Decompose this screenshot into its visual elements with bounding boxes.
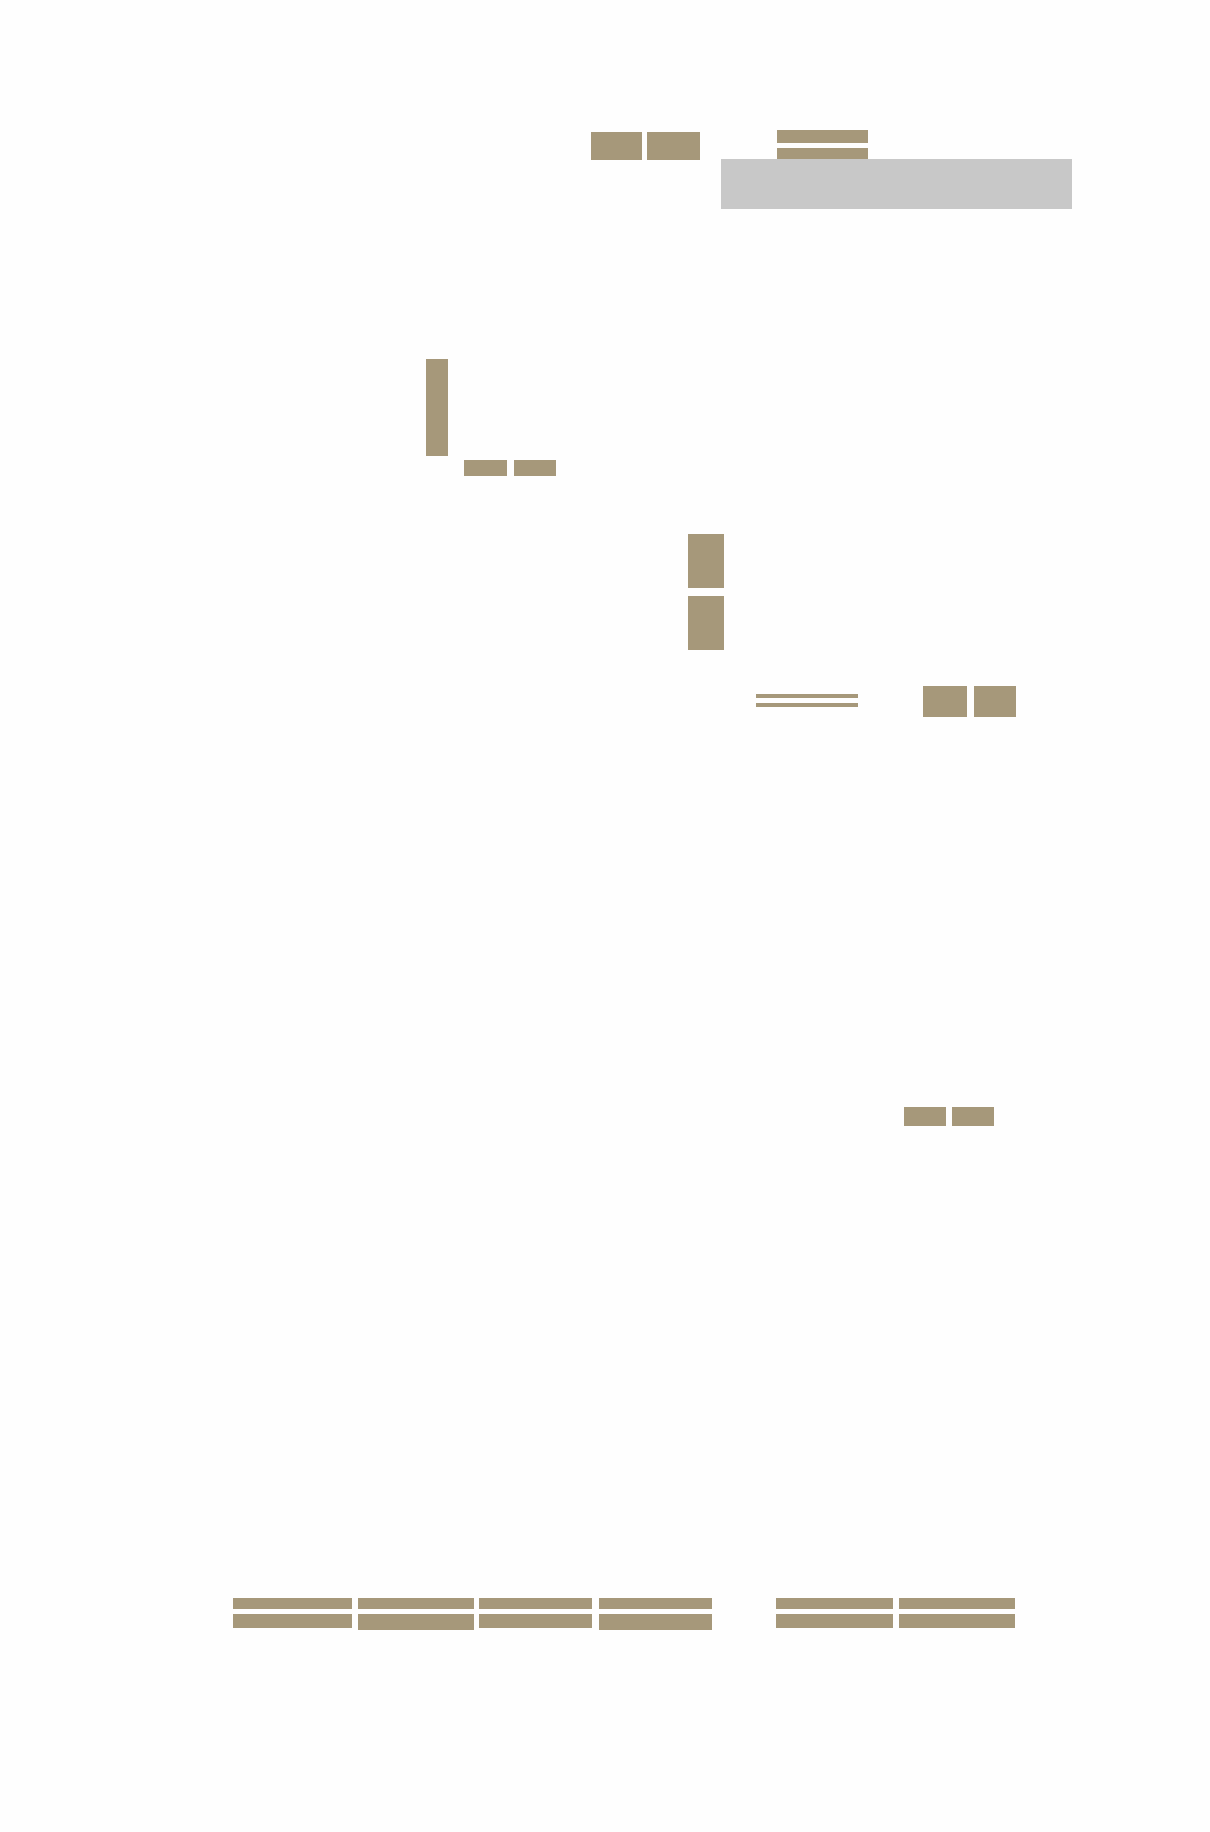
redacted-block xyxy=(688,534,724,588)
redacted-rule xyxy=(756,703,858,707)
redacted-block xyxy=(777,130,868,143)
redacted-block xyxy=(591,132,642,160)
redacted-block xyxy=(777,148,868,160)
redacted-block xyxy=(688,596,724,650)
header-banner xyxy=(721,159,1072,209)
table-cell xyxy=(233,1598,352,1609)
redacted-block xyxy=(904,1107,946,1126)
table-cell xyxy=(358,1614,474,1630)
table-cell xyxy=(479,1598,592,1609)
table-cell xyxy=(899,1614,1015,1628)
redacted-block xyxy=(464,460,507,476)
redacted-rule xyxy=(756,694,858,698)
table-cell xyxy=(599,1614,712,1630)
redacted-block xyxy=(974,686,1016,717)
redacted-block xyxy=(514,460,556,476)
redacted-block xyxy=(952,1107,994,1126)
redacted-block xyxy=(923,686,967,717)
table-cell xyxy=(776,1614,893,1628)
table-cell xyxy=(233,1614,352,1628)
table-cell xyxy=(899,1598,1015,1609)
table-cell xyxy=(599,1598,712,1609)
table-cell xyxy=(776,1598,893,1609)
redacted-block xyxy=(647,132,700,160)
table-cell xyxy=(479,1614,592,1628)
redacted-block xyxy=(426,359,448,456)
table-cell xyxy=(358,1598,474,1609)
